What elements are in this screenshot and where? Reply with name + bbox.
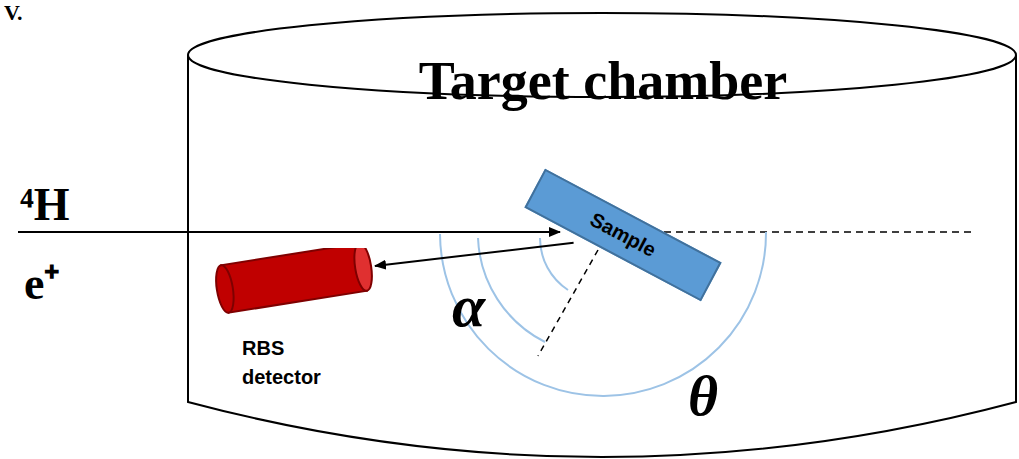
detector-cylinder	[212, 248, 382, 328]
angle-symbol: θ	[688, 362, 718, 429]
beam-line	[18, 231, 560, 233]
page-fragment: V.	[4, 0, 23, 26]
scatter-arrow	[375, 243, 574, 266]
target-chamber: Target chamberSampleRBS detector	[188, 10, 1018, 455]
angle-symbol: α	[452, 272, 485, 341]
beam-particle: ⁴H	[20, 178, 70, 231]
sample-plate: Sample	[524, 169, 721, 302]
node-label: RBS detector	[242, 334, 342, 392]
rbs-detector: RBS detector	[212, 248, 382, 398]
node-label: Target chamber	[188, 50, 1018, 112]
node-label: Sample	[531, 179, 715, 291]
beam-particle: e⁺	[24, 250, 60, 312]
beam-axis-dashed	[640, 231, 975, 233]
